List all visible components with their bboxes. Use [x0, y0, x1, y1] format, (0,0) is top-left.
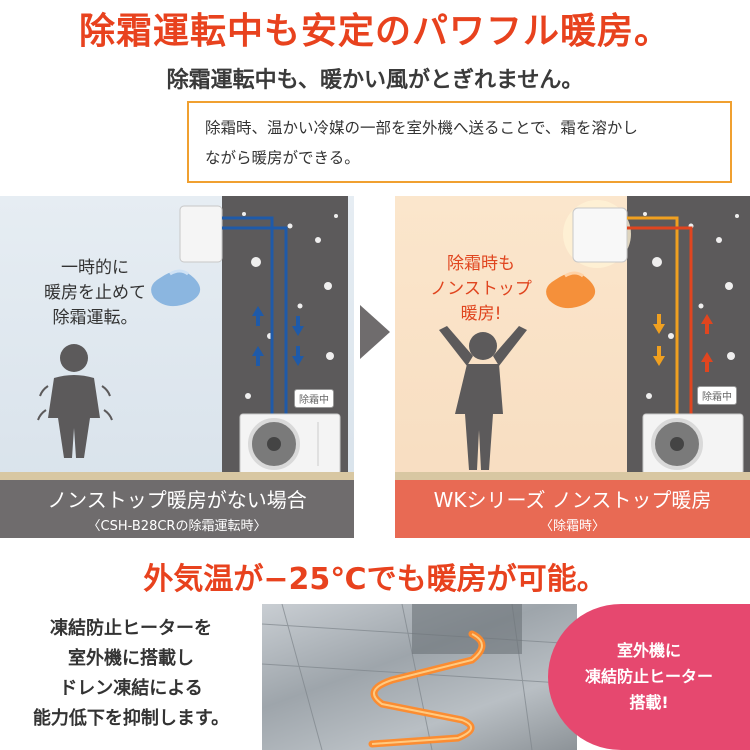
right-panel-text: 除霜時も ノンストップ 暖房!: [421, 252, 541, 327]
heater-desc-line-1: 凍結防止ヒーターを: [50, 618, 212, 639]
badge-line-1: 室外機に: [616, 641, 681, 660]
snow-illustration: [37, 205, 341, 472]
comparison-panel-with-nonstop: 除霜中 除霜時も ノンストップ 暖房! WKシリーズ ノンストップ暖房 〈除霜時…: [395, 196, 750, 538]
main-headline: 除霜運転中も安定のパワフル暖房。: [78, 11, 671, 52]
chevron-right-icon: [360, 305, 390, 359]
right-text-line-2: ノンストップ: [430, 279, 532, 299]
heater-desc-line-4: 能力低下を抑制します。: [32, 708, 230, 729]
badge-line-2: 凍結防止ヒーター: [584, 667, 713, 686]
left-text-line-2: 暖房を止めて: [44, 283, 146, 303]
badge-line-3: 搭載!: [629, 693, 669, 712]
ground: [0, 472, 354, 480]
ground: [395, 472, 750, 480]
left-caption-main: ノンストップ暖房がない場合: [47, 488, 307, 512]
heater-desc-line-3: ドレン凍結による: [59, 678, 203, 699]
left-caption: ノンストップ暖房がない場合 〈CSH-B28CRの除霜運転時〉: [0, 480, 354, 538]
heater-description: 凍結防止ヒーターを 室外機に搭載し ドレン凍結による 能力低下を抑制します。: [0, 614, 262, 734]
heater-photo: [262, 604, 577, 750]
right-text-line-3: 暖房!: [460, 304, 502, 324]
sub-headline: 除霜運転中も、暖かい風がとぎれません。: [166, 68, 584, 93]
defrosting-badge: 除霜中: [294, 389, 334, 408]
left-text-line-3: 除霜運転。: [52, 308, 138, 328]
heater-desc-line-2: 室外機に搭載し: [68, 648, 194, 669]
left-text-line-1: 一時的に: [61, 258, 129, 278]
defrosting-badge: 除霜中: [697, 386, 737, 405]
section2-headline: 外気温が−25℃でも暖房が可能。: [143, 562, 607, 597]
right-caption-main: WKシリーズ ノンストップ暖房: [433, 488, 712, 512]
right-caption: WKシリーズ ノンストップ暖房 〈除霜時〉: [395, 480, 750, 538]
note-line-1: 除霜時、温かい冷媒の一部を室外機へ送ることで、霜を溶かし: [205, 119, 638, 137]
nonstop-illustration: [439, 200, 744, 472]
heater-coil-illustration: [262, 604, 577, 750]
right-text-line-1: 除霜時も: [447, 254, 515, 274]
comparison-panel-without-nonstop: 除霜中 一時的に 暖房を止めて 除霜運転。 ノンストップ暖房がない場合 〈CSH…: [0, 196, 354, 538]
right-caption-sub: 〈除霜時〉: [539, 519, 605, 534]
left-panel-text: 一時的に 暖房を止めて 除霜運転。: [20, 256, 170, 331]
note-line-2: ながら暖房ができる。: [205, 149, 360, 167]
defrost-note-box: 除霜時、温かい冷媒の一部を室外機へ送ることで、霜を溶かし ながら暖房ができる。: [187, 101, 732, 183]
heater-badge: 室外機に 凍結防止ヒーター 搭載!: [548, 604, 750, 750]
left-caption-sub: 〈CSH-B28CRの除霜運転時〉: [87, 519, 267, 534]
